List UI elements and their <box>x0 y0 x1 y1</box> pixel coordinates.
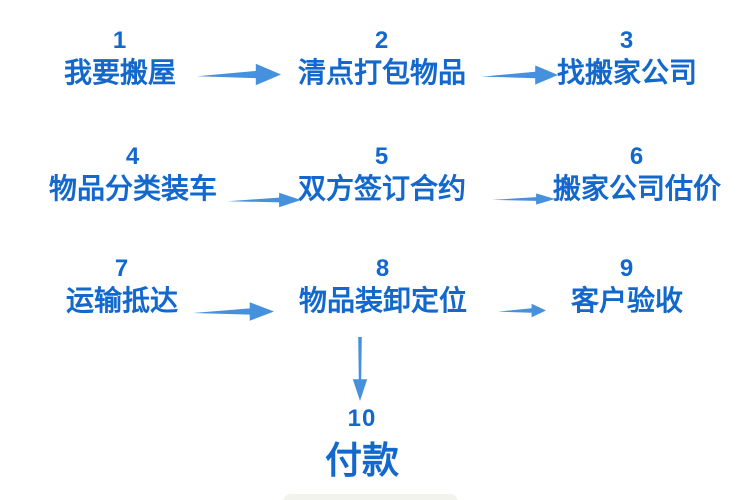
flow-step-8: 8 物品装卸定位 <box>293 254 473 318</box>
step-3-label: 找搬家公司 <box>556 57 697 88</box>
arrow-right-icon <box>228 192 301 208</box>
step-3-number: 3 <box>619 27 635 54</box>
step-6-label: 搬家公司估价 <box>552 173 721 204</box>
flow-step-6: 6 搬家公司估价 <box>547 142 727 206</box>
step-2-number: 2 <box>374 27 390 54</box>
flow-step-2: 2 清点打包物品 <box>292 26 472 90</box>
step-1-number: 1 <box>112 27 128 54</box>
step-5-label: 双方签订合约 <box>297 173 466 204</box>
step-1-label: 我要搬屋 <box>63 57 176 88</box>
step-4-number: 4 <box>125 143 141 170</box>
flow-step-3: 3 找搬家公司 <box>537 26 717 90</box>
step-9-label: 客户验收 <box>570 285 683 316</box>
step-2-label: 清点打包物品 <box>297 57 466 88</box>
step-7-label: 运输抵达 <box>65 285 178 316</box>
step-10-label: 付款 <box>325 440 399 481</box>
step-10-number: 10 <box>347 405 377 432</box>
arrow-down-icon <box>352 337 368 401</box>
step-5-number: 5 <box>374 143 390 170</box>
step-6-number: 6 <box>629 143 645 170</box>
step-7-number: 7 <box>114 255 130 282</box>
arrow-right-icon <box>197 63 281 86</box>
arrow-right-icon <box>498 303 546 318</box>
arrow-right-icon <box>482 65 558 85</box>
flow-step-1: 1 我要搬屋 <box>30 26 210 90</box>
step-8-number: 8 <box>375 255 391 282</box>
flow-step-9: 9 客户验收 <box>537 254 717 318</box>
flow-step-4: 4 物品分类装车 <box>43 142 223 206</box>
arrow-right-icon <box>492 193 555 205</box>
arrow-right-icon <box>193 302 274 321</box>
flow-step-7: 7 运输抵达 <box>32 254 212 318</box>
step-4-label: 物品分类装车 <box>48 173 217 204</box>
step-8-label: 物品装卸定位 <box>298 285 467 316</box>
flow-step-5: 5 双方签订合约 <box>292 142 472 206</box>
cropped-bottom-element <box>283 494 458 500</box>
flow-step-10: 10 付款 <box>272 404 452 482</box>
step-9-number: 9 <box>619 255 635 282</box>
